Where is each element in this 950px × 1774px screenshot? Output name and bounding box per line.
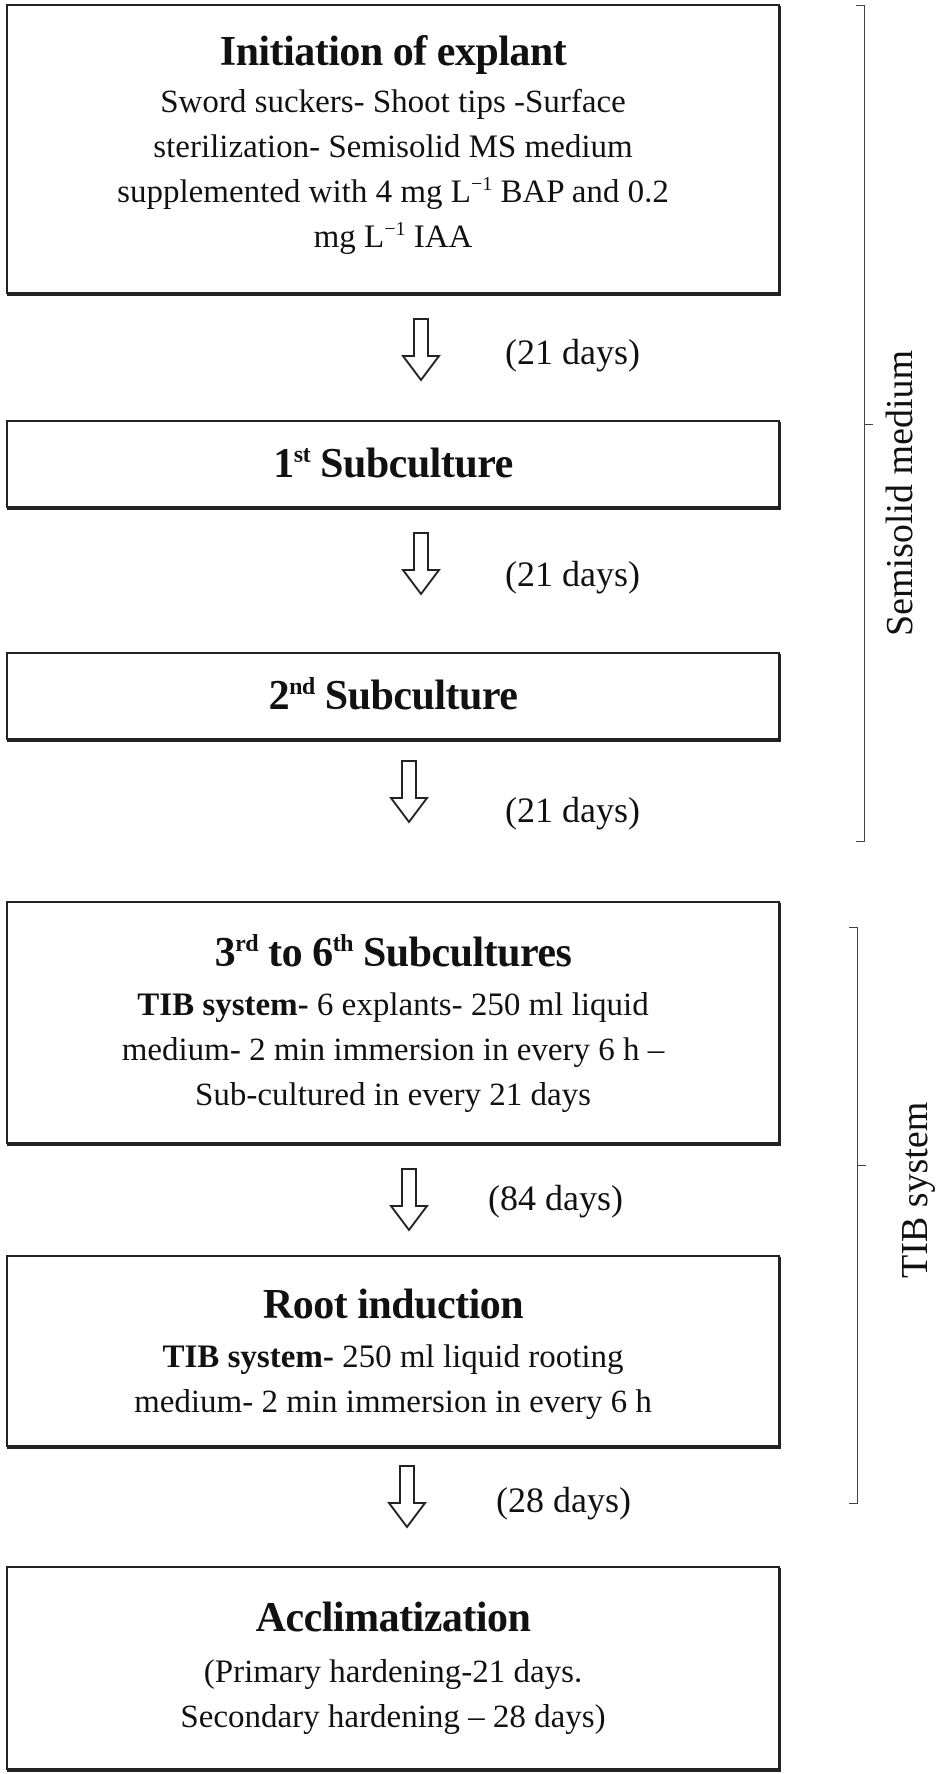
duration-label: (21 days) <box>505 554 640 594</box>
step-acclimatization-box: Acclimatization (Primary hardening-21 da… <box>6 1566 780 1770</box>
down-arrow-icon <box>401 532 441 596</box>
step-description: TIB system- 250 ml liquid rooting medium… <box>134 1339 652 1420</box>
step-title: Initiation of explant <box>219 29 567 75</box>
tib-system-label: TIB system <box>894 1101 936 1278</box>
step-root-induction-box: Root induction TIB system- 250 ml liquid… <box>6 1255 780 1447</box>
step-title: Acclimatization <box>255 1595 531 1641</box>
step-title: 2nd Subculture <box>268 673 518 719</box>
step-initiation-box: Initiation of explant Sword suckers- Sho… <box>6 4 780 294</box>
duration-label: (84 days) <box>488 1178 623 1218</box>
semisolid-medium-label: Semisolid medium <box>879 349 921 636</box>
step-title: 3rd to 6th Subcultures <box>214 930 572 976</box>
bracket-tick <box>864 424 873 425</box>
tib-system-bracket <box>849 927 858 1504</box>
step-description: (Primary hardening-21 days. Secondary ha… <box>180 1654 606 1735</box>
down-arrow-icon <box>401 318 441 382</box>
duration-label: (21 days) <box>505 790 640 830</box>
step-title: Root induction <box>262 1282 524 1328</box>
step-description: Sword suckers- Shoot tips -Surface steri… <box>117 84 669 255</box>
down-arrow-icon <box>389 760 429 824</box>
step-description: TIB system- 6 explants- 250 ml liquid me… <box>121 987 665 1113</box>
step-1st-subculture-box: 1st Subculture <box>6 420 780 508</box>
step-title: 1st Subculture <box>273 441 513 487</box>
step-2nd-subculture-box: 2nd Subculture <box>6 652 780 740</box>
down-arrow-icon <box>389 1168 429 1232</box>
down-arrow-icon <box>387 1465 427 1529</box>
semisolid-medium-bracket <box>856 5 865 842</box>
duration-label: (21 days) <box>505 332 640 372</box>
step-3rd-to-6th-subcultures-box: 3rd to 6th Subcultures TIB system- 6 exp… <box>6 901 780 1144</box>
bracket-tick <box>857 1165 866 1166</box>
duration-label: (28 days) <box>496 1480 631 1520</box>
